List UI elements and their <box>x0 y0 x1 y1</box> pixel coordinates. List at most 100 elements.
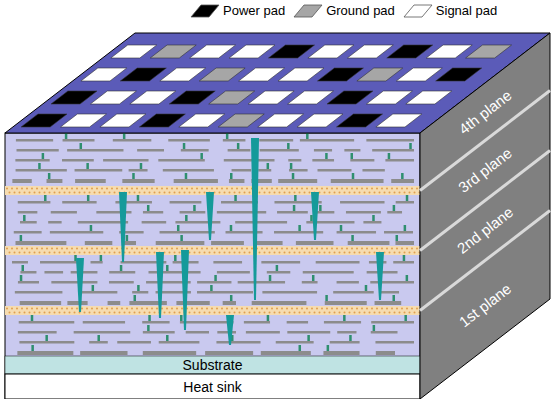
bonding-dot <box>69 192 71 194</box>
bonding-dot <box>101 308 103 310</box>
pad <box>209 91 255 104</box>
metal-wire <box>257 241 283 245</box>
bonding-dot <box>341 188 343 190</box>
via <box>287 143 290 149</box>
bonding-dot <box>286 308 288 310</box>
bonding-dot <box>249 252 251 254</box>
bonding-dot <box>289 192 291 194</box>
via <box>293 205 296 211</box>
bonding-dot <box>24 192 26 194</box>
metal-wire <box>71 271 98 274</box>
bonding-dot <box>386 248 388 250</box>
metal-wire <box>303 271 354 274</box>
bonding-dot <box>291 188 293 190</box>
bonding-layer <box>5 306 420 315</box>
bonding-dot <box>246 188 248 190</box>
bonding-dot <box>214 312 216 314</box>
pad <box>278 68 324 81</box>
via <box>306 133 309 139</box>
bonding-dot <box>306 308 308 310</box>
bonding-dot <box>171 248 173 250</box>
pad <box>436 68 482 81</box>
bonding-dot <box>366 248 368 250</box>
via <box>292 173 295 179</box>
metal-wire <box>296 241 334 245</box>
via <box>409 143 412 149</box>
bonding-dot <box>191 248 193 250</box>
bonding-dot <box>394 252 396 254</box>
metal-wire <box>103 159 148 162</box>
bonding-dot <box>94 312 96 314</box>
bonding-dot <box>129 312 131 314</box>
bonding-dot <box>386 188 388 190</box>
via <box>401 173 404 179</box>
metal-wire <box>91 261 103 264</box>
bonding-dot <box>239 252 241 254</box>
bonding-dot <box>249 192 251 194</box>
bonding-dot <box>274 252 276 254</box>
legend-swatch <box>293 4 323 18</box>
via <box>100 255 103 261</box>
via <box>90 225 93 231</box>
bonding-dot <box>181 308 183 310</box>
bonding-dot <box>219 312 221 314</box>
bonding-dot <box>364 312 366 314</box>
bonding-dot <box>359 312 361 314</box>
bonding-dot <box>414 312 416 314</box>
bonding-dot <box>136 188 138 190</box>
bonding-dot <box>229 252 231 254</box>
bonding-dot <box>334 312 336 314</box>
metal-wire <box>287 331 330 334</box>
bonding-dot <box>411 248 413 250</box>
metal-wire <box>74 331 131 334</box>
bonding-dot <box>189 312 191 314</box>
bonding-dot <box>134 252 136 254</box>
bonding-dot <box>179 312 181 314</box>
via <box>365 285 368 291</box>
metal-wire <box>346 211 381 214</box>
pad <box>169 91 215 104</box>
bonding-dot <box>241 308 243 310</box>
metal-wire <box>370 281 414 284</box>
bonding-dot <box>114 252 116 254</box>
metal-wire <box>89 341 108 344</box>
bonding-dot <box>79 192 81 194</box>
via <box>180 315 183 321</box>
bonding-dot <box>416 188 418 190</box>
bonding-dot <box>136 308 138 310</box>
bonding-dot <box>239 312 241 314</box>
bonding-dot <box>201 308 203 310</box>
bonding-dot <box>311 188 313 190</box>
bonding-dot <box>149 312 151 314</box>
via <box>21 265 24 271</box>
pad <box>120 68 166 81</box>
bonding-dot <box>89 312 91 314</box>
front-face <box>5 133 420 399</box>
bonding-dot <box>169 192 171 194</box>
metal-wire <box>216 341 260 344</box>
legend-item: Power pad <box>190 3 285 18</box>
bonding-dot <box>59 192 61 194</box>
bonding-dot <box>364 192 366 194</box>
bonding-dot <box>166 188 168 190</box>
metal-wire <box>217 211 266 214</box>
metal-wire <box>289 169 308 172</box>
metal-wire <box>224 159 275 162</box>
bonding-dot <box>284 252 286 254</box>
bonding-dot <box>76 308 78 310</box>
via <box>310 215 313 221</box>
bonding-dot <box>154 252 156 254</box>
bonding-dot <box>324 312 326 314</box>
bonding-dot <box>126 248 128 250</box>
via <box>299 345 302 351</box>
bonding-dot <box>114 192 116 194</box>
metal-wire <box>20 301 61 305</box>
metal-wire <box>223 301 236 305</box>
bonding-dot <box>6 188 8 190</box>
bonding-dot <box>381 188 383 190</box>
metal-wire <box>180 321 234 324</box>
via <box>148 315 151 321</box>
via <box>80 143 83 149</box>
metal-wire <box>333 291 374 294</box>
bonding-dot <box>6 248 8 250</box>
